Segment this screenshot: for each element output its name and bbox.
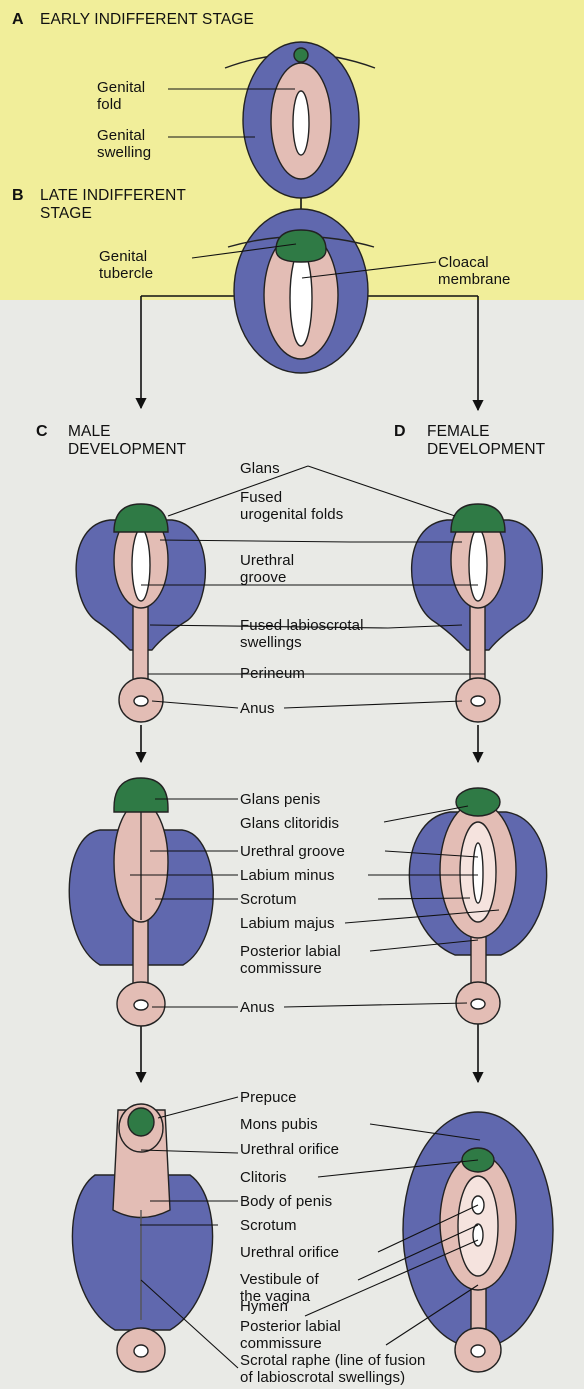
label-scrotal-raphe: Scrotal raphe (line of fusion of labiosc… (240, 1352, 426, 1386)
section-d-title-line2: DEVELOPMENT (427, 441, 545, 458)
label-body-of-penis: Body of penis (240, 1193, 332, 1210)
section-b-letter: B (12, 187, 24, 204)
label-posterior-labial-commissure-2: Posterior labial commissure (240, 1318, 341, 1352)
stage-a-drawing (225, 42, 375, 198)
section-c-letter: C (36, 423, 48, 440)
label-labium-minus: Labium minus (240, 867, 335, 884)
section-a-letter: A (12, 11, 24, 28)
label-glans: Glans (240, 460, 280, 477)
stage-c1-drawing (76, 504, 205, 722)
section-b-title-line2: STAGE (40, 205, 92, 222)
section-c-title-line2: DEVELOPMENT (68, 441, 186, 458)
label-perineum: Perineum (240, 665, 305, 682)
label-genital-tubercle: Genital tubercle (99, 248, 153, 282)
label-genital-swelling: Genital swelling (97, 127, 151, 161)
label-anus-2: Anus (240, 999, 275, 1016)
label-posterior-labial-commissure-1: Posterior labial commissure (240, 943, 341, 977)
label-glans-penis: Glans penis (240, 791, 320, 808)
label-labium-majus: Labium majus (240, 915, 335, 932)
section-a-title: EARLY INDIFFERENT STAGE (40, 11, 254, 28)
stage-d2-drawing (409, 788, 546, 1024)
stage-b-drawing (228, 209, 374, 373)
label-prepuce: Prepuce (240, 1089, 297, 1106)
section-d-letter: D (394, 423, 406, 440)
section-b-title-line1: LATE INDIFFERENT (40, 187, 186, 204)
label-urethral-orifice-2: Urethral orifice (240, 1244, 339, 1261)
label-urethral-groove-2: Urethral groove (240, 843, 345, 860)
label-urethral-orifice-1: Urethral orifice (240, 1141, 339, 1158)
section-d-title-line1: FEMALE (427, 423, 490, 440)
label-scrotum-1: Scrotum (240, 891, 297, 908)
label-urethral-groove: Urethral groove (240, 552, 294, 586)
section-c-title-line1: MALE (68, 423, 111, 440)
stage-d3-drawing (403, 1112, 553, 1372)
label-cloacal-membrane: Cloacal membrane (438, 254, 511, 288)
label-fused-urogenital-folds: Fused urogenital folds (240, 489, 343, 523)
stage-d1-drawing (412, 504, 543, 722)
stage-c3-drawing (72, 1104, 212, 1372)
label-mons-pubis: Mons pubis (240, 1116, 318, 1133)
label-fused-labioscrotal-swellings: Fused labioscrotal swellings (240, 617, 364, 651)
label-scrotum-2: Scrotum (240, 1217, 297, 1234)
label-anus-1: Anus (240, 700, 275, 717)
label-glans-clitoridis: Glans clitoridis (240, 815, 339, 832)
label-clitoris: Clitoris (240, 1169, 287, 1186)
label-hymen: Hymen (240, 1298, 288, 1315)
label-genital-fold: Genital fold (97, 79, 145, 113)
stage-c2-drawing (69, 778, 213, 1026)
